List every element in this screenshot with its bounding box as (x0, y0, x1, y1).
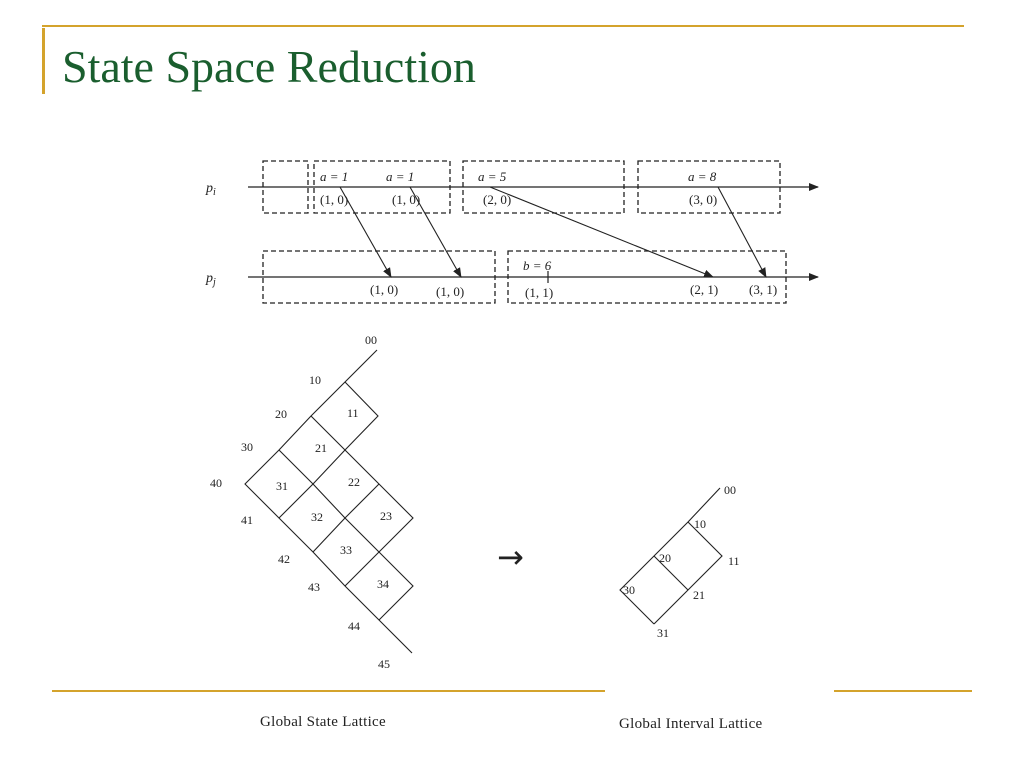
lattice-node: 21 (315, 441, 327, 455)
lattice-node: 22 (348, 475, 360, 489)
lattice-edge (278, 449, 414, 621)
lattice-edge (244, 349, 413, 654)
lattice-node: 33 (340, 543, 352, 557)
interval-box (637, 160, 781, 214)
interval-lattice-caption: Global Interval Lattice (619, 716, 763, 732)
event-var-label: b = 6 (523, 258, 552, 273)
process-label-pj: pj (205, 271, 216, 288)
footer-accent-line-left (52, 690, 605, 692)
lattice-node: 30 (241, 440, 253, 454)
event-clock-label: (1, 0) (370, 282, 398, 297)
lattice-edge (310, 415, 414, 587)
lattice-edge (653, 521, 723, 625)
message-arrow (409, 186, 462, 278)
event-var-label: a = 5 (478, 169, 507, 184)
interval-box (262, 250, 496, 304)
event-clock-label: (1, 0) (436, 284, 464, 299)
event-var-label: a = 1 (320, 169, 348, 184)
lattice-edge (344, 483, 380, 519)
interval-box (462, 160, 625, 214)
slide-title: State Space Reduction (62, 41, 476, 92)
lattice-node: 31 (657, 626, 669, 640)
lattice-edge (653, 555, 689, 591)
state-lattice (244, 349, 414, 654)
lattice-node: 44 (348, 619, 360, 633)
lattice-node: 43 (308, 580, 320, 594)
event-var-label: a = 1 (386, 169, 414, 184)
message-arrow (717, 186, 767, 278)
lattice-node: 34 (377, 577, 389, 591)
title-accent-bar-vertical (42, 28, 45, 94)
lattice-edge (278, 381, 379, 519)
lattice-node: 31 (276, 479, 288, 493)
message-arrow (339, 186, 392, 278)
interval-box (507, 250, 787, 304)
lattice-node: 30 (623, 583, 635, 597)
lattice-node: 41 (241, 513, 253, 527)
event-clock-label: (3, 1) (749, 282, 777, 297)
lattice-node: 23 (380, 509, 392, 523)
lattice-node: 00 (724, 483, 736, 497)
event-clock-label: (2, 1) (690, 282, 718, 297)
state-lattice-caption: Global State Lattice (260, 714, 386, 730)
message-arrow (489, 186, 714, 278)
interval-lattice-labels: 00 10 11 20 21 30 31 (623, 483, 740, 640)
lattice-node: 11 (347, 406, 359, 420)
event-clock-label: (1, 1) (525, 285, 553, 300)
lattice-node: 10 (694, 517, 706, 531)
interval-box (262, 160, 309, 214)
event-clock-label: (2, 0) (483, 192, 511, 207)
lattice-node: 20 (659, 551, 671, 565)
lattice-node: 00 (365, 333, 377, 347)
timeline: pi pj a = 1 (1, 0) a = 1 (1, 0) a = 5 (2… (205, 160, 819, 304)
title-accent-line-top (42, 25, 964, 27)
lattice-node: 11 (728, 554, 740, 568)
footer-accent-line-right (834, 690, 972, 692)
lattice-node: 40 (210, 476, 222, 490)
lattice-node: 20 (275, 407, 287, 421)
lattice-node: 10 (309, 373, 321, 387)
lattice-node: 21 (693, 588, 705, 602)
lattice-node: 45 (378, 657, 390, 671)
state-lattice-labels: 00 10 11 20 21 22 30 31 32 33 23 34 40 4… (210, 333, 392, 671)
event-clock-label: (1, 0) (320, 192, 348, 207)
transform-arrow-icon: → (497, 538, 524, 576)
interval-box (313, 160, 451, 214)
event-var-label: a = 8 (688, 169, 717, 184)
lattice-node: 42 (278, 552, 290, 566)
lattice-node: 32 (311, 510, 323, 524)
interval-lattice (619, 487, 723, 625)
event-clock-label: (1, 0) (392, 192, 420, 207)
process-label-pi: pi (205, 181, 216, 198)
event-clock-label: (3, 0) (689, 192, 717, 207)
lattice-edge (312, 517, 346, 553)
